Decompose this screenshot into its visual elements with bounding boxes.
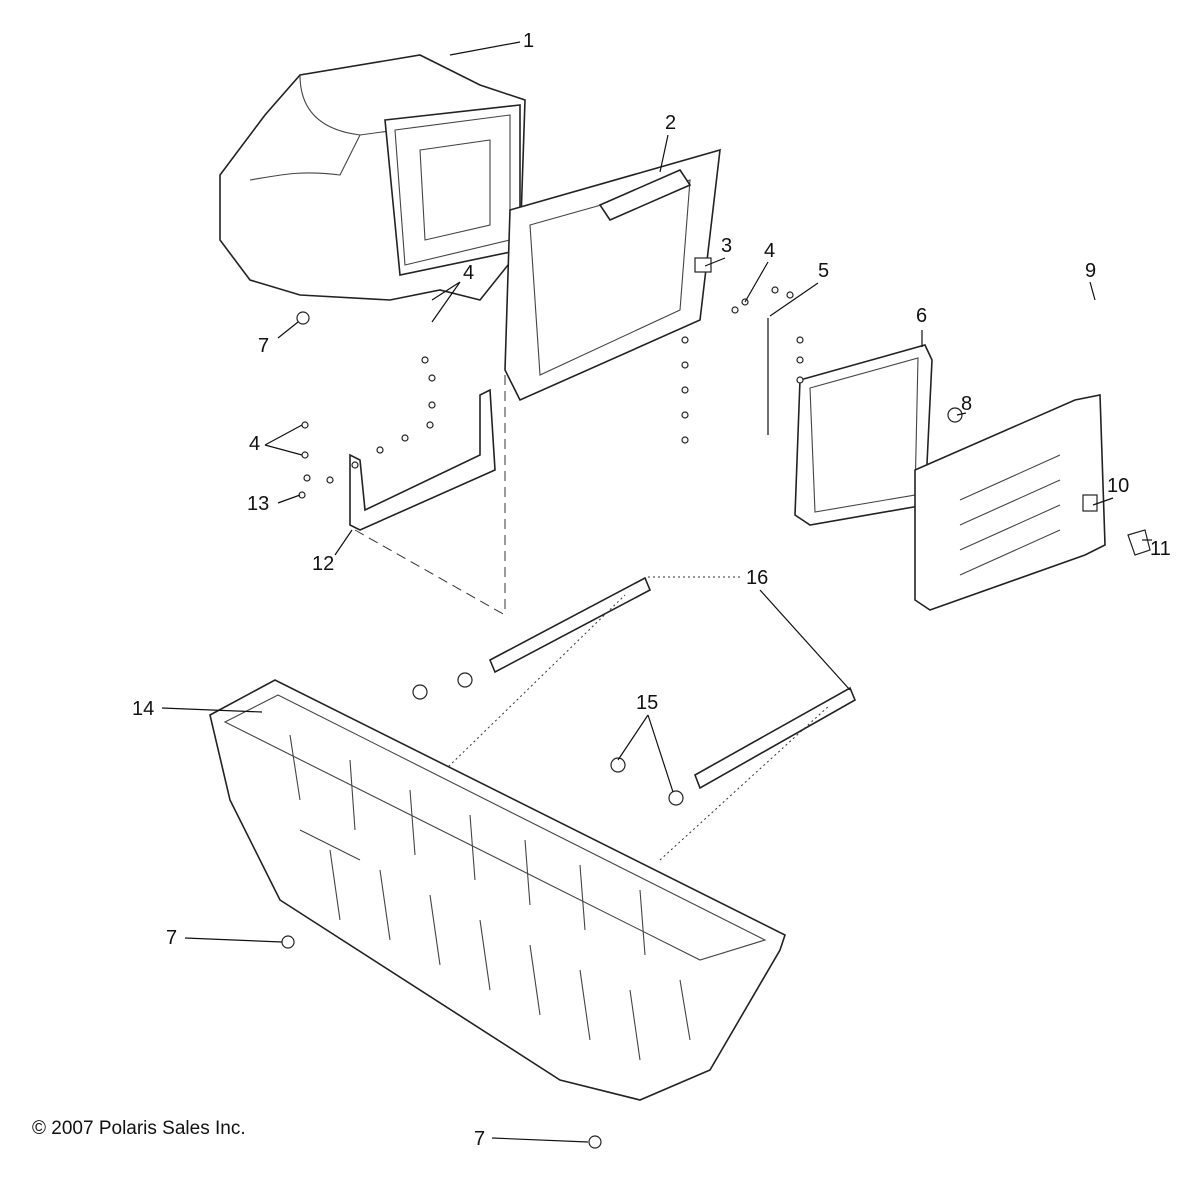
callout-8: 8 (961, 393, 973, 415)
part-12-bracket (349, 388, 496, 531)
part-8-washer (947, 407, 963, 423)
callout-16: 16 (746, 567, 769, 589)
part-9-door (914, 394, 1106, 611)
part-1-cover (219, 54, 526, 301)
callout-15: 15 (636, 692, 659, 714)
callout-4: 4 (249, 433, 261, 455)
callout-7: 7 (166, 927, 178, 949)
callout-3: 3 (721, 235, 733, 257)
callout-13: 13 (247, 493, 270, 515)
part-16-rail-bottom (694, 686, 857, 790)
part-3-clip (694, 257, 712, 273)
leader-lines (161, 41, 1152, 1143)
callout-4: 4 (463, 262, 475, 284)
part-11-latch (1127, 529, 1151, 556)
callout-1: 1 (523, 30, 535, 52)
callout-11: 11 (1150, 538, 1171, 560)
callout-7: 7 (474, 1128, 486, 1150)
part-16-rail-top (488, 576, 652, 674)
callout-6: 6 (916, 305, 928, 327)
callout-4: 4 (764, 240, 776, 262)
callout-7: 7 (258, 335, 270, 357)
callout-5: 5 (818, 260, 830, 282)
callout-9: 9 (1085, 260, 1097, 282)
part-6-seal (794, 344, 933, 526)
part-14-tub (209, 679, 786, 1101)
callout-10: 10 (1107, 475, 1130, 497)
callout-14: 14 (132, 698, 155, 720)
part-10-bezel (1082, 494, 1098, 512)
callout-12: 12 (312, 553, 335, 575)
fasteners (281, 286, 804, 1149)
copyright-notice: © 2007 Polaris Sales Inc. (32, 1118, 246, 1139)
callout-2: 2 (665, 112, 677, 134)
part-2-frame (504, 148, 721, 402)
